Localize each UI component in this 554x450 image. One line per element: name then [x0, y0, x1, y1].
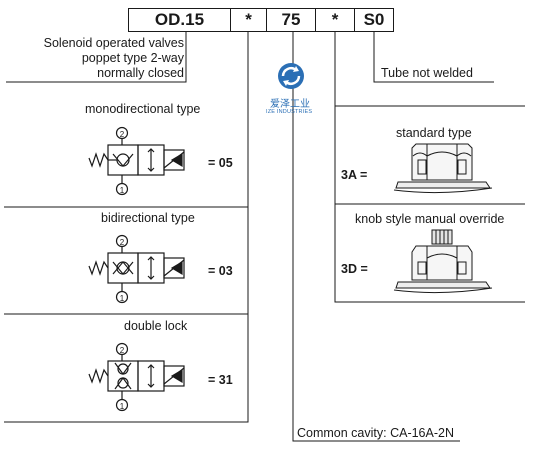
type-title-double-lock: double lock	[124, 319, 188, 333]
type-code-31: = 31	[208, 373, 233, 387]
port-2-label: 2	[120, 238, 125, 247]
solenoid-leader-line	[6, 32, 187, 83]
tube-label: Tube not welded	[381, 66, 473, 80]
cavity-leader-line	[292, 32, 460, 442]
logo-en-text: IZE INDUSTRIES	[266, 109, 313, 115]
port-1-label: 1	[120, 186, 125, 195]
standard-type-nut-illustration	[393, 143, 493, 194]
option-code-3d: 3D =	[341, 262, 368, 276]
type-code-03: = 03	[208, 264, 233, 278]
port-1-label: 1	[120, 402, 125, 411]
valve-symbol-double-lock: 2 1	[88, 342, 185, 412]
solenoid-desc-line-3: normally closed	[97, 66, 184, 80]
port-2-label: 2	[120, 346, 125, 355]
tube-leader-line	[373, 32, 494, 83]
type-code-05: = 05	[208, 156, 233, 170]
knob-override-illustration	[393, 229, 493, 294]
code-cavity: 75	[266, 8, 316, 32]
port-1-label: 1	[120, 294, 125, 303]
valve-symbol-bidirectional: 2 1	[88, 234, 185, 304]
port-2-label: 2	[120, 130, 125, 139]
ize-logo-icon	[278, 63, 304, 89]
code-series: OD.15	[128, 8, 231, 32]
option-code-3a: 3A =	[341, 168, 368, 182]
option-title-standard: standard type	[396, 126, 472, 140]
cavity-label: Common cavity: CA-16A-2N	[297, 426, 454, 440]
code-tube: S0	[354, 8, 394, 32]
logo-cn-text: 爱泽工业	[270, 99, 310, 110]
solenoid-desc-line-1: Solenoid operated valves	[43, 36, 184, 50]
type-title-bidirectional: bidirectional type	[101, 211, 195, 225]
valve-symbol-monodirectional: 2 1	[88, 126, 185, 196]
type-leader-line	[4, 32, 249, 423]
option-title-knob: knob style manual override	[355, 212, 505, 226]
option-leader-line	[334, 32, 525, 303]
code-option-placeholder: *	[315, 8, 355, 32]
solenoid-desc-line-2: poppet type 2-way	[81, 51, 184, 65]
type-title-monodirectional: monodirectional type	[85, 102, 201, 116]
code-type-placeholder: *	[230, 8, 267, 32]
